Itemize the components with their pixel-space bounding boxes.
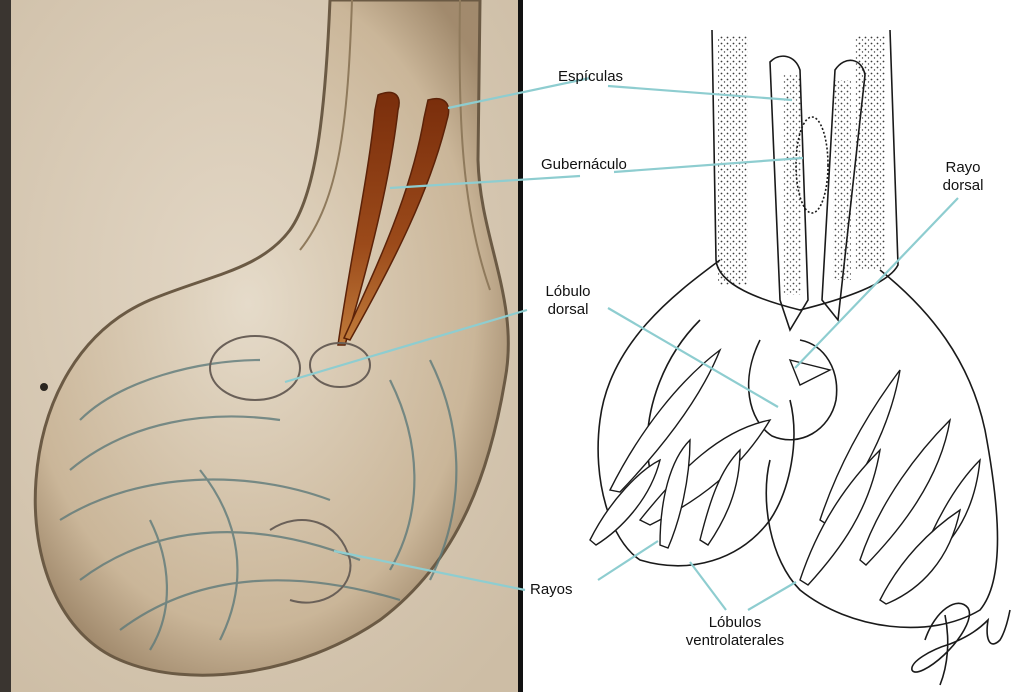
drawing-panel xyxy=(590,30,998,627)
leader-lobulos-right xyxy=(748,582,796,610)
label-rayo-dorsal-line2: dorsal xyxy=(928,177,998,195)
label-rayo-dorsal: Rayo dorsal xyxy=(928,159,998,195)
label-lobulo-dorsal-line2: dorsal xyxy=(528,301,608,319)
dorsal-ray-drawing xyxy=(790,360,830,385)
label-lobulos-line2: ventrolaterales xyxy=(660,632,810,650)
leader-espiculas-drawing xyxy=(608,86,792,100)
leader-lobulos-left xyxy=(690,562,726,610)
ventrolateral-lobe-right xyxy=(766,270,997,627)
label-gubernaculo: Gubernáculo xyxy=(541,156,627,174)
label-espiculas: Espículas xyxy=(558,68,623,86)
label-lobulos-ventrolaterales: Lóbulos ventrolaterales xyxy=(660,614,810,650)
artist-signature xyxy=(912,603,1010,685)
label-lobulo-dorsal-line1: Lóbulo xyxy=(528,283,608,301)
label-lobulos-line1: Lóbulos xyxy=(660,614,810,632)
label-lobulo-dorsal: Lóbulo dorsal xyxy=(528,283,608,319)
micrograph-panel xyxy=(0,0,520,692)
ventrolateral-lobe-left xyxy=(598,260,794,566)
rays-drawing xyxy=(590,350,980,604)
leader-rayos-drawing xyxy=(598,541,658,580)
label-rayo-dorsal-line1: Rayo xyxy=(928,159,998,177)
photo-left-border xyxy=(0,0,11,692)
label-rayos: Rayos xyxy=(530,581,573,599)
